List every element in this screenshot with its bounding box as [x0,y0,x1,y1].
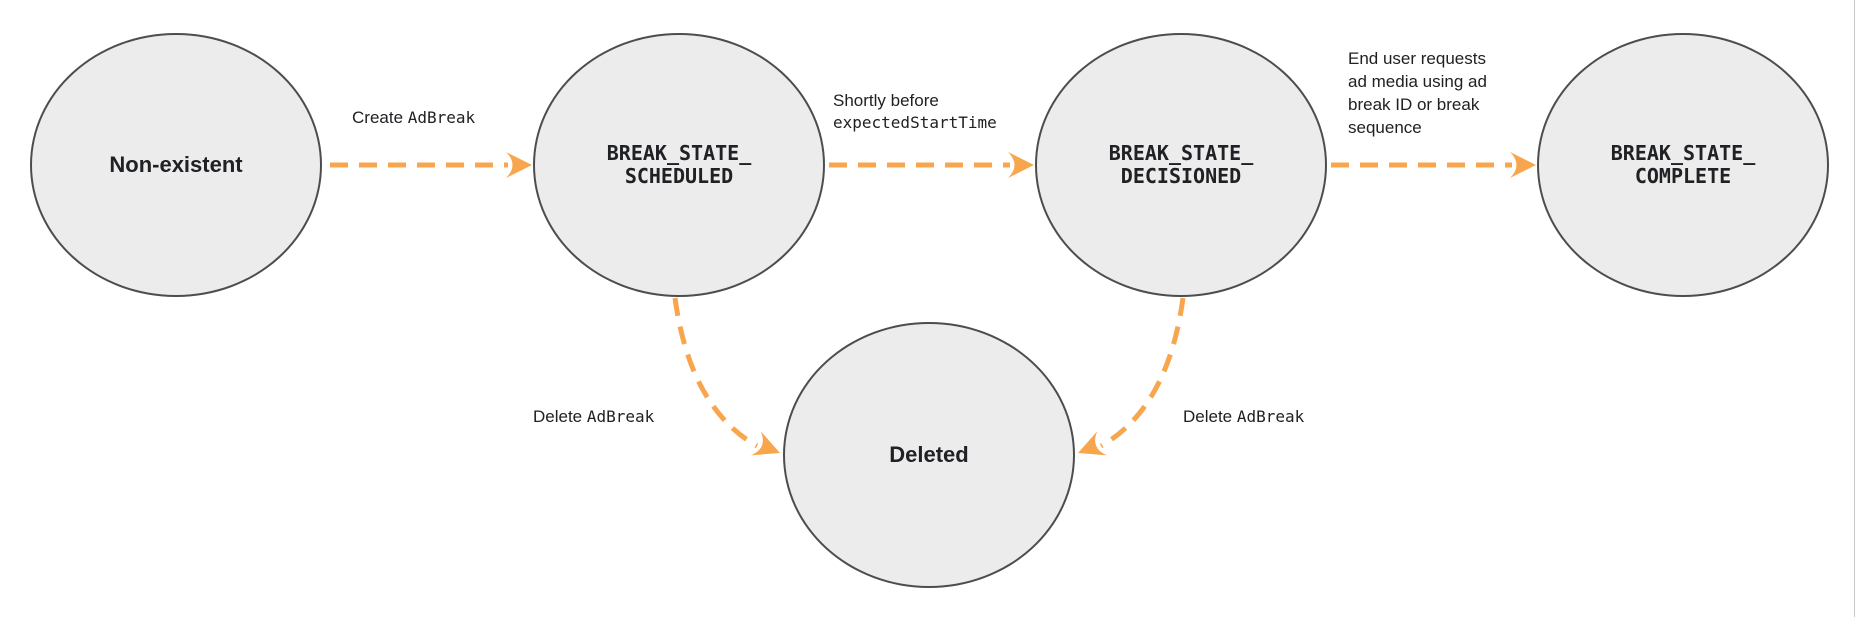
edge-label-text-line: break ID or break [1348,95,1480,114]
edge-label-code: AdBreak [1236,407,1305,426]
edge-label-delete-adbreak-left: Delete AdBreak [533,406,654,428]
edge-label-code: AdBreak [407,108,476,127]
edge-label-create-adbreak: Create AdBreak [352,107,475,129]
state-label-break-state-complete: BREAK_STATE_ COMPLETE [1610,141,1756,188]
edge-label-shortly-before: Shortly before expectedStartTime [833,90,997,134]
right-edge-divider [1854,0,1855,617]
state-label-non-existent: Non-existent [109,151,243,177]
edge-label-text: Shortly before [833,91,939,110]
state-node-break-state-decisioned: BREAK_STATE_ DECISIONED [1035,33,1327,297]
edge-label-text-line: sequence [1348,118,1422,137]
edge-label-text: Delete [533,407,587,426]
state-node-break-state-scheduled: BREAK_STATE_ SCHEDULED [533,33,825,297]
edge-label-text: Delete [1183,407,1237,426]
arrowhead-icon [506,152,532,178]
edge-label-delete-adbreak-right: Delete AdBreak [1183,406,1304,428]
arrowhead-icon [751,431,780,456]
edge-label-text: Create [352,108,408,127]
state-node-non-existent: Non-existent [30,33,322,297]
edge-delete-adbreak-left-line [672,297,759,449]
edge-label-text-line: ad media using ad [1348,72,1487,91]
state-label-deleted: Deleted [889,441,969,467]
state-label-break-state-scheduled: BREAK_STATE_ SCHEDULED [606,141,752,188]
edge-label-text-line: End user requests [1348,49,1486,68]
state-node-break-state-complete: BREAK_STATE_ COMPLETE [1537,33,1829,297]
edge-label-end-user-requests: End user requests ad media using ad brea… [1348,47,1487,139]
edge-label-code: expectedStartTime [833,113,997,132]
arrowhead-icon [1510,152,1536,178]
arrowhead-icon [1078,431,1107,456]
edge-label-code: AdBreak [586,407,655,426]
edge-delete-adbreak-right-line [1099,297,1186,449]
state-label-break-state-decisioned: BREAK_STATE_ DECISIONED [1108,141,1254,188]
state-node-deleted: Deleted [783,322,1075,588]
arrowhead-icon [1008,152,1034,178]
